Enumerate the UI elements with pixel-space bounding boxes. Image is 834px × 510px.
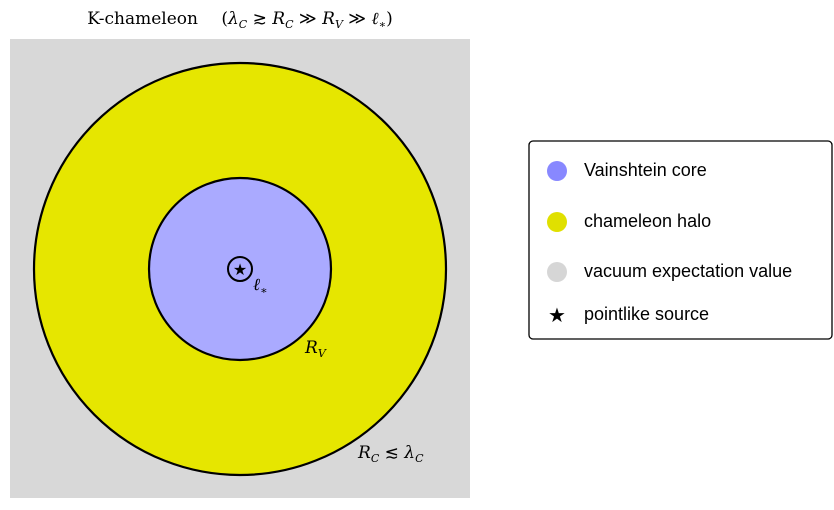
vainshtein-core bbox=[147, 176, 333, 362]
star-icon: ★ bbox=[548, 303, 566, 327]
legend-label-vainshtein: Vainshtein core bbox=[584, 160, 707, 180]
source-ring bbox=[227, 256, 253, 282]
legend-label-chameleon: chameleon halo bbox=[584, 211, 711, 231]
legend-item-chameleon: chameleon halo bbox=[547, 211, 711, 232]
legend-item-vainshtein: Vainshtein core bbox=[547, 160, 707, 181]
legend-item-vacuum: vacuum expectation value bbox=[547, 261, 792, 282]
legend: Vainshtein core chameleon halo vacuum ex… bbox=[528, 140, 833, 340]
legend-frame bbox=[528, 140, 833, 340]
source-star-icon: ★ bbox=[233, 260, 247, 279]
chameleon-marker bbox=[547, 212, 567, 232]
legend-item-source: ★ pointlike source bbox=[548, 303, 709, 327]
legend-label-source: pointlike source bbox=[584, 304, 709, 324]
legend-label-vacuum: vacuum expectation value bbox=[584, 261, 792, 281]
diagram-title: K-chameleon (λC ≳ RC ≫ RV ≫ ℓ∗) bbox=[87, 9, 392, 31]
title-condition: (λC ≳ RC ≫ RV ≫ ℓ∗) bbox=[221, 9, 392, 31]
vainshtein-marker bbox=[547, 161, 567, 181]
vacuum-marker bbox=[547, 262, 567, 282]
chameleon-radius-label: RC ≲ λC bbox=[357, 443, 424, 465]
title-name: K-chameleon bbox=[87, 9, 198, 29]
